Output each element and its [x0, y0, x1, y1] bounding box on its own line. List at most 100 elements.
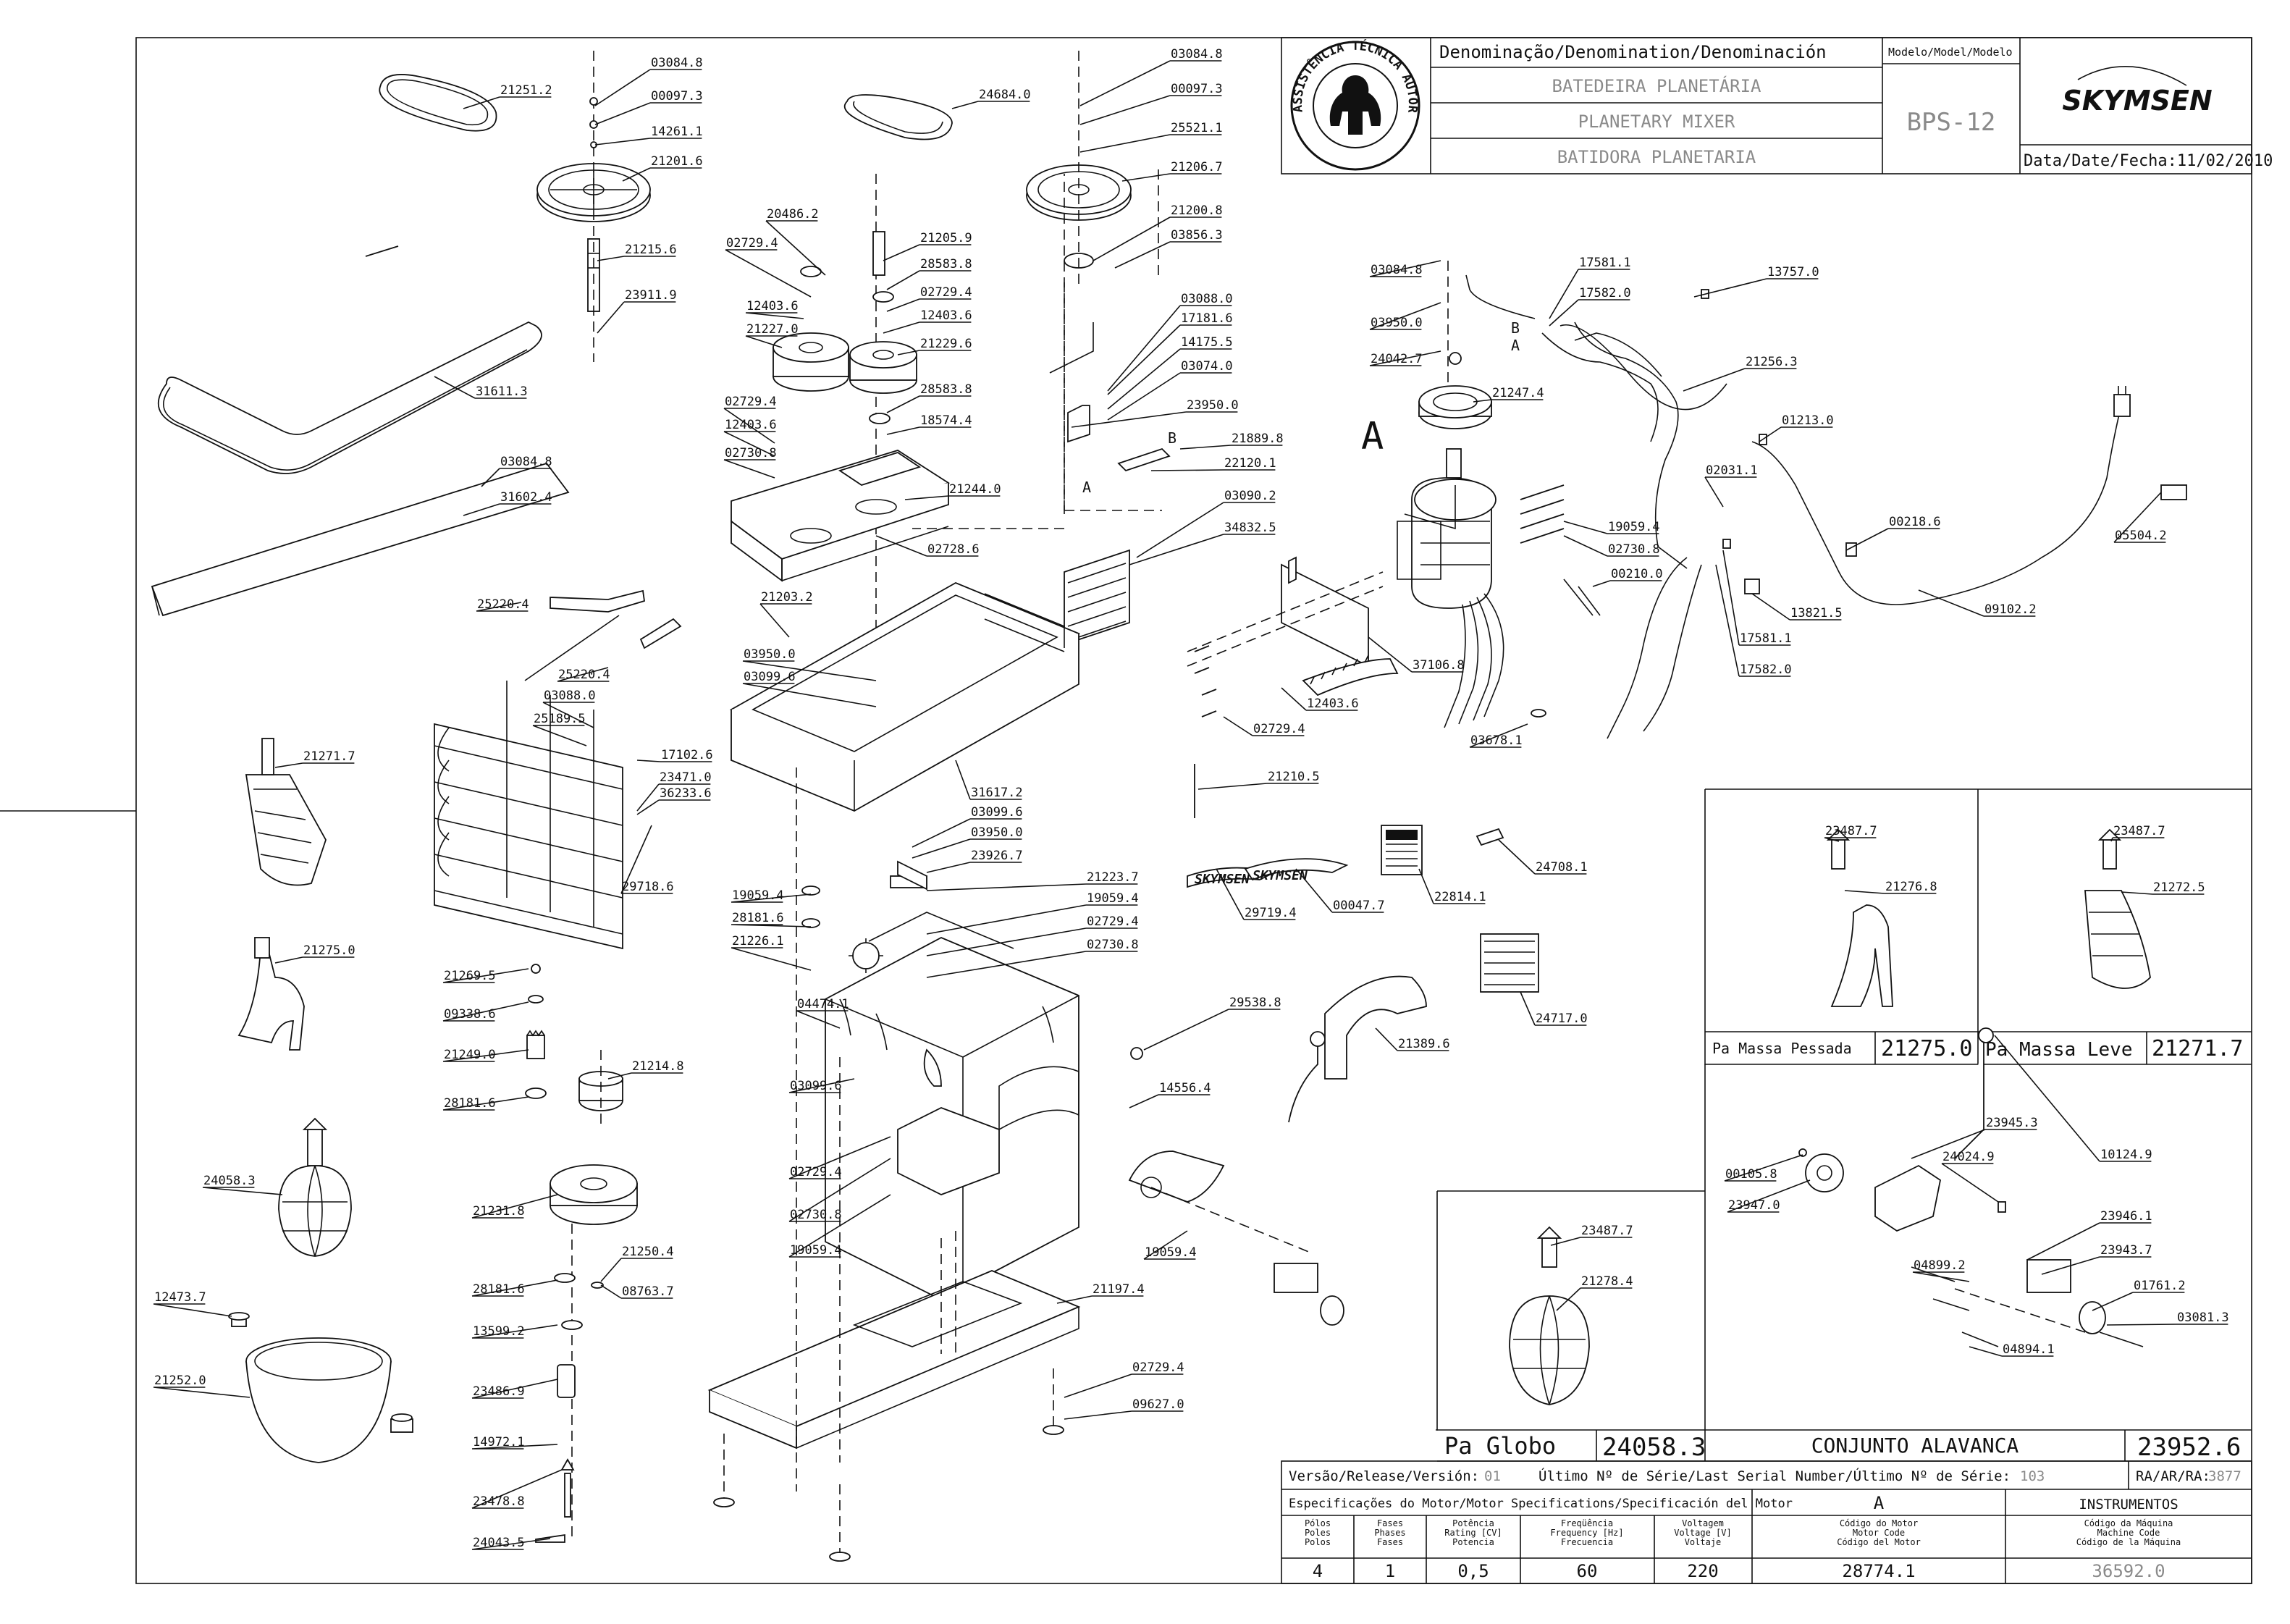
callout-leader	[926, 862, 1022, 873]
callout-leader	[600, 1284, 673, 1299]
callout-leader	[636, 760, 712, 762]
poles-value: 4	[1313, 1561, 1323, 1581]
part-number-label: 03084.8	[500, 455, 552, 469]
callout-leader	[2092, 1292, 2185, 1311]
part-number-label: 22120.1	[1224, 456, 1276, 471]
callout-leader	[1369, 302, 1441, 330]
part-number-label: 21251.2	[500, 83, 552, 98]
callout-leader	[883, 244, 972, 261]
callout-leader	[1107, 324, 1232, 395]
callout-leader	[951, 101, 1030, 109]
callout-leader	[594, 102, 702, 125]
part-number-label: 25220.4	[558, 668, 610, 682]
callout-leader	[886, 298, 972, 312]
part-number-label: 09627.0	[1132, 1397, 1184, 1412]
callout-leader	[1216, 868, 1296, 920]
part-number-label: 08763.7	[622, 1284, 674, 1299]
part-number-label: 21278.4	[1581, 1274, 1633, 1289]
part-number-label: 03950.0	[744, 647, 796, 662]
callout-leader	[2106, 1324, 2228, 1326]
callout-leader	[2041, 1256, 2152, 1275]
heavy-paddle-label: Pa Massa Pessada	[1712, 1040, 1852, 1057]
callout-leader	[463, 96, 552, 109]
bracket-letter-a: A	[1082, 479, 1091, 496]
callout-leader	[723, 431, 776, 457]
callout-leader	[912, 818, 1022, 848]
callout-leader	[1724, 1154, 1803, 1182]
part-number-label: 01213.0	[1782, 413, 1834, 428]
callout-leader	[1498, 839, 1587, 875]
part-number-label: 00105.8	[1725, 1167, 1777, 1182]
callout-leader	[1704, 476, 1757, 508]
callout-leader	[622, 167, 702, 182]
motor-electrical	[1187, 261, 2187, 739]
part-number-label: 02730.8	[1608, 542, 1660, 557]
part-number-label: 23950.0	[1187, 398, 1239, 413]
part-number-label: 24043.5	[473, 1536, 525, 1550]
callout-leader	[1114, 241, 1222, 269]
part-number-label: 09102.2	[1984, 602, 2037, 617]
callout-leader	[1549, 299, 1630, 327]
callout-leader	[1143, 1009, 1281, 1051]
part-number-label: 02730.8	[1087, 938, 1139, 952]
voltage-value: 220	[1687, 1561, 1718, 1581]
callout-leader	[1824, 837, 1877, 842]
part-number-label: 21889.8	[1232, 432, 1284, 446]
callout-leader	[1469, 723, 1528, 748]
part-number-label: 23926.7	[971, 849, 1023, 863]
bracket-letter-b: B	[1168, 429, 1176, 447]
callout-leader	[442, 968, 529, 983]
callout-leader	[1107, 372, 1232, 421]
part-number-label: 03856.3	[1171, 228, 1223, 243]
callout-leader	[742, 660, 877, 681]
callout-leader	[1994, 1035, 2152, 1162]
ra-label: RA/AR/RA:	[2136, 1468, 2210, 1484]
callout-leader	[725, 249, 812, 298]
part-number-label: 23947.0	[1728, 1198, 1780, 1213]
callout-leader	[636, 783, 711, 812]
part-number-label: 21389.6	[1398, 1037, 1450, 1051]
callout-leader	[912, 838, 1022, 859]
part-number-label: 00047.7	[1333, 899, 1385, 913]
part-number-label: 23471.0	[660, 770, 712, 785]
callout-leader	[600, 1258, 673, 1282]
callout-leader	[1693, 278, 1819, 298]
motor-assembly-letter: A	[1361, 415, 1384, 458]
title-and-table-text: A A B A A B Pa Massa Pessada 21275.0 Pa …	[1082, 319, 2243, 1581]
part-number-label: 19059.4	[732, 888, 784, 903]
part-number-label: 13599.2	[473, 1324, 525, 1339]
part-number-label: 13821.5	[1790, 606, 1843, 620]
part-number-label: 10124.9	[2100, 1148, 2152, 1162]
part-number-label: 29718.6	[622, 880, 674, 894]
callout-leader	[1129, 1094, 1211, 1108]
callout-leader	[594, 138, 702, 146]
callout-leader	[886, 270, 972, 290]
part-number-label: 00218.6	[1889, 515, 1941, 529]
callout-leader	[1912, 1271, 1970, 1282]
brand-swoosh	[2077, 66, 2187, 86]
callout-leader	[731, 924, 812, 927]
callout-leader	[731, 947, 812, 971]
machine-code-value: 36592.0	[2092, 1561, 2165, 1581]
part-number-label: 21226.1	[732, 934, 784, 948]
callout-leader	[1129, 534, 1276, 565]
part-number-label: 23943.7	[2100, 1243, 2152, 1258]
callout-leader	[1064, 1373, 1184, 1398]
part-number-label: 03678.1	[1470, 733, 1523, 748]
callout-leader	[442, 1096, 529, 1111]
callout-leader	[471, 1279, 558, 1297]
part-number-label: 21203.2	[761, 590, 813, 605]
part-number-label: 23487.7	[1581, 1224, 1633, 1238]
title-block: ASSISTÊNCIA TÉCNICA AUTORIZADA Denominaç…	[0, 0, 2273, 174]
part-number-label: 34832.5	[1224, 521, 1276, 535]
callout-leader	[597, 301, 676, 334]
part-number-label: 23911.9	[625, 288, 677, 303]
product-name-es: BATIDORA PLANETARIA	[1557, 147, 1756, 167]
part-number-label: 02729.4	[920, 285, 972, 300]
part-number-label: 19059.4	[1608, 520, 1660, 534]
part-number-label: 29719.4	[1245, 906, 1297, 920]
decals: SKYMSEN SKYMSEN	[1187, 825, 1539, 1080]
